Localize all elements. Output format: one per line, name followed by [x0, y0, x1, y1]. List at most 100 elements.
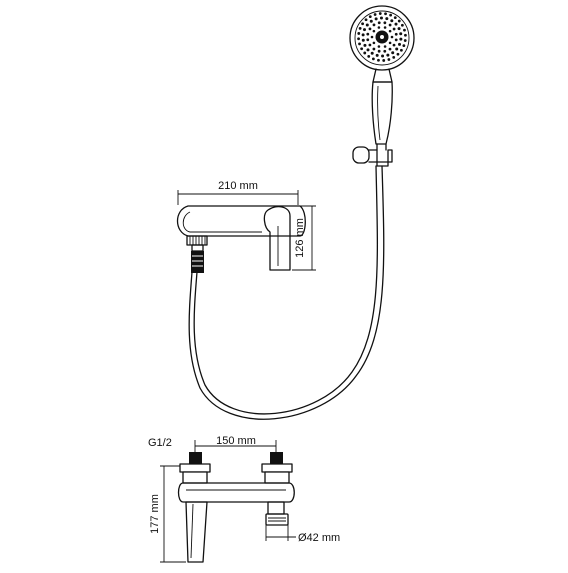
shower-nozzle: [404, 33, 407, 37]
shower-nozzle: [358, 26, 362, 30]
hose-connector-neck: [191, 244, 204, 252]
left-nut-body: [182, 471, 208, 484]
shower-nozzle: [361, 38, 365, 42]
shower-nozzle: [367, 55, 371, 58]
shower-nozzle: [381, 54, 385, 58]
shower-nozzle: [368, 43, 372, 47]
shower-nozzle: [395, 47, 399, 51]
shower-nozzle: [360, 47, 364, 51]
thread-label: G1/2: [148, 437, 172, 449]
shower-nozzle: [377, 26, 381, 29]
shower-nozzle: [361, 22, 364, 26]
shower-nozzle: [372, 23, 376, 27]
shower-nozzle: [382, 59, 386, 62]
mixer-top-view: 210 mm 126 mm: [176, 180, 316, 273]
shower-nozzle: [377, 58, 380, 62]
shower-nozzle: [403, 28, 406, 32]
dim-42-label: Ø42 mm: [298, 532, 340, 544]
shower-nozzles: [357, 12, 407, 62]
dim-150-label: 150 mm: [216, 435, 256, 447]
dim-126-label: 126 mm: [294, 218, 306, 258]
shower-nozzle: [385, 17, 389, 21]
shower-nozzle: [366, 38, 370, 42]
dim-126-lines: [292, 205, 316, 271]
shower-nozzle: [398, 42, 401, 46]
hose-connector-knurl: [189, 236, 206, 245]
shower-nozzle: [403, 39, 407, 42]
hose-inner: [188, 165, 385, 420]
shower-head-inner: [354, 10, 410, 66]
shower-nozzle: [363, 28, 366, 32]
shower-nozzle: [388, 23, 392, 27]
shower-nozzle: [372, 47, 376, 51]
shower-nozzle: [387, 58, 391, 61]
dim-210-lines: [177, 190, 299, 205]
dim-177-lines: [160, 465, 186, 563]
front-lever: [185, 501, 208, 563]
shower-nozzle: [379, 16, 383, 20]
holder-grip: [376, 143, 387, 151]
shower-nozzle: [358, 42, 361, 46]
shower-nozzle: [383, 45, 387, 48]
shower-nozzle: [366, 32, 370, 36]
left-thread: [189, 452, 202, 464]
shower-nozzle: [388, 29, 392, 33]
hand-shower: [349, 5, 415, 167]
front-lever-edge: [190, 503, 194, 559]
shower-nozzle: [388, 47, 392, 51]
shower-nozzle: [371, 57, 375, 61]
shower-nozzle: [399, 32, 403, 36]
dim-42-lines: [265, 525, 296, 541]
hose-outer: [193, 165, 378, 415]
shower-nozzle: [377, 49, 381, 53]
spout-outlet: [265, 513, 289, 526]
shower-nozzle: [384, 12, 387, 16]
shower-nozzle: [361, 33, 365, 37]
shower-nozzle: [365, 23, 369, 27]
shower-nozzle: [388, 41, 392, 45]
shower-nozzle: [392, 27, 396, 31]
right-nut-body: [264, 471, 290, 484]
hose-connector-thread: [191, 251, 204, 273]
shower-nozzle: [372, 29, 376, 33]
shower-nozzle: [366, 48, 370, 52]
shower-nozzle: [375, 53, 379, 57]
shower-nozzle: [378, 12, 382, 15]
shower-nozzle: [394, 32, 398, 36]
outlet-aerator: [268, 517, 286, 522]
left-nut-top: [179, 463, 211, 473]
shower-nozzle: [357, 32, 361, 35]
shower-nozzle: [386, 53, 390, 57]
shower-nozzle: [377, 21, 381, 25]
shower-nozzle: [372, 41, 376, 45]
shower-nozzle: [363, 51, 367, 55]
shower-nozzle: [364, 18, 368, 22]
dim-177-label: 177 mm: [149, 494, 161, 534]
shower-nozzle: [400, 23, 404, 27]
shower-nozzle: [368, 27, 372, 31]
shower-center-dot: [380, 35, 384, 39]
shower-nozzle: [393, 16, 397, 19]
dim-150-lines: [194, 440, 277, 452]
shower-nozzle: [402, 44, 406, 48]
shower-nozzle: [374, 17, 378, 21]
shower-nozzle: [390, 35, 394, 39]
right-nut-top: [261, 463, 293, 473]
shower-nozzle: [397, 19, 401, 23]
wall-holder-knob: [352, 146, 370, 164]
shower-nozzle: [383, 49, 387, 53]
shower-nozzle: [369, 19, 373, 23]
shower-hose: [188, 165, 385, 420]
shower-handle: [371, 81, 393, 145]
shower-nozzle: [363, 43, 367, 47]
shower-nozzle: [397, 27, 401, 31]
shower-nozzle: [389, 13, 393, 17]
front-body: [177, 482, 295, 503]
shower-nozzle: [394, 38, 398, 42]
shower-nozzle: [396, 52, 400, 56]
shower-neck: [372, 68, 393, 83]
shower-nozzle: [391, 51, 395, 55]
dim-210-label: 210 mm: [218, 180, 258, 192]
